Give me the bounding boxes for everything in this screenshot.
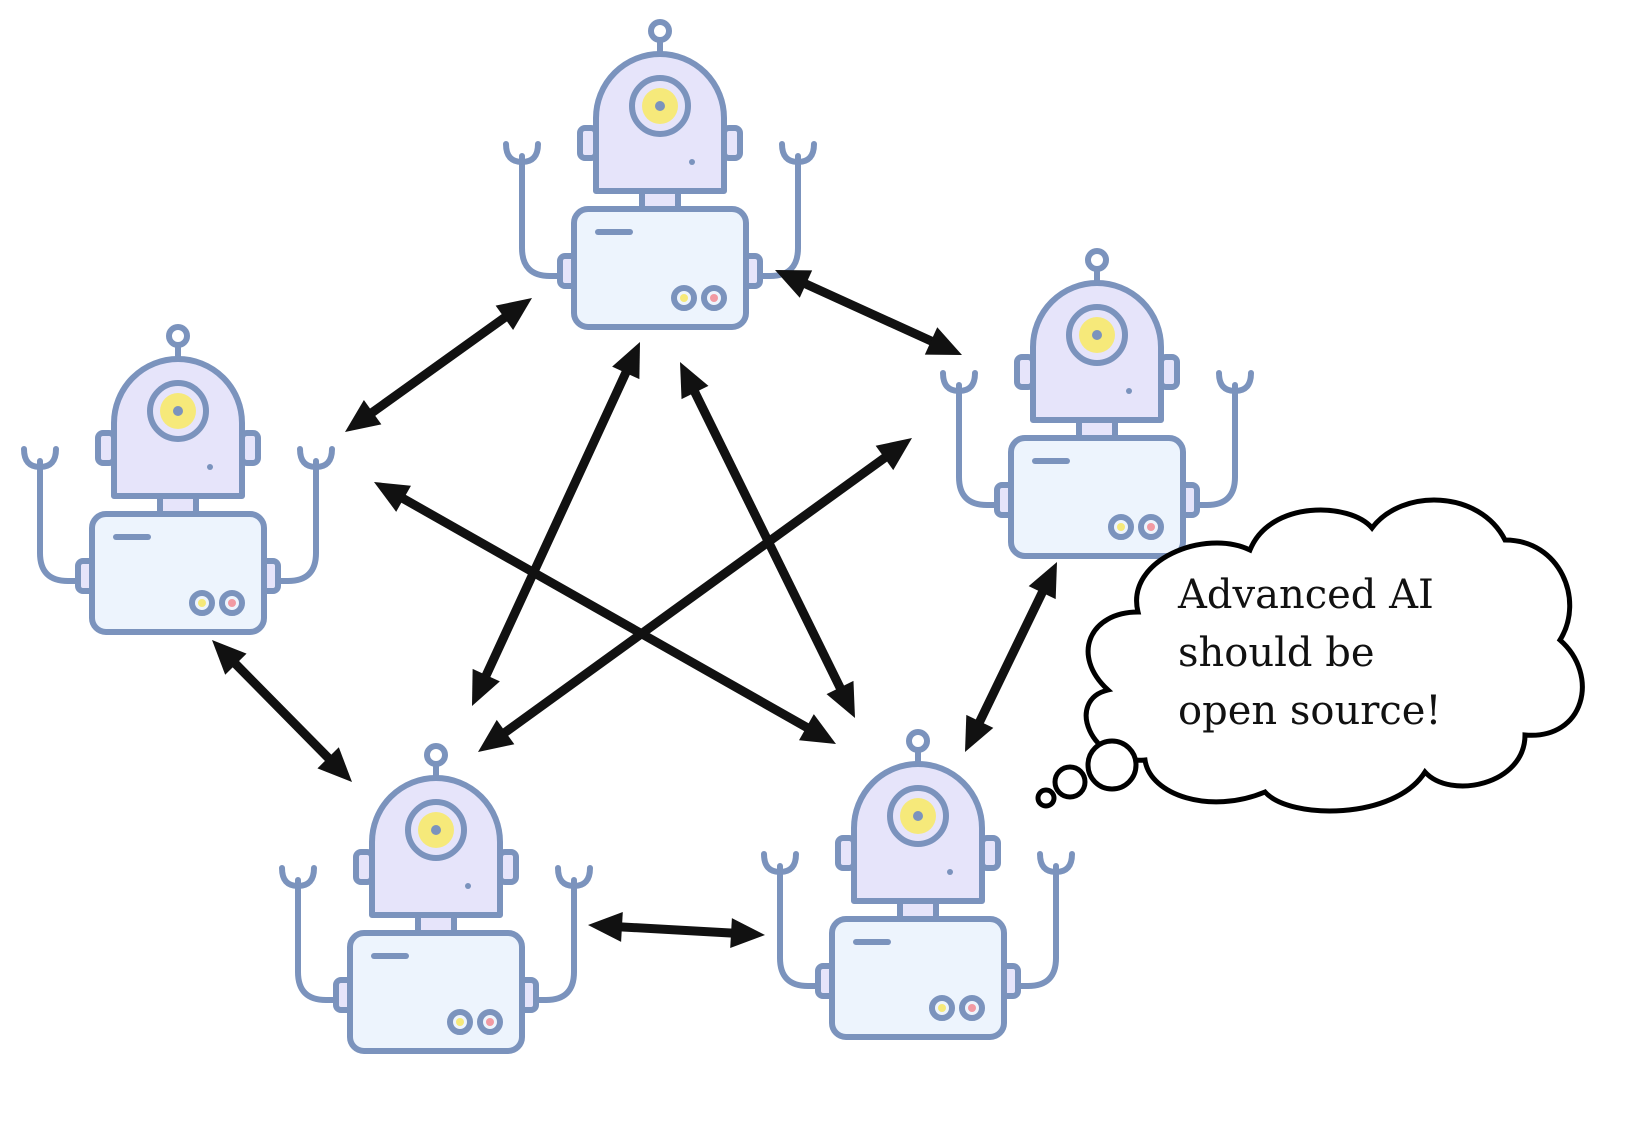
thought-bubble-small xyxy=(1035,787,1057,809)
robot-right xyxy=(943,251,1251,556)
arrow-right-bottom-left xyxy=(478,438,912,752)
arrowhead xyxy=(965,714,994,752)
arrowhead xyxy=(1028,562,1057,600)
arrowhead xyxy=(212,640,247,675)
arrowhead xyxy=(680,362,709,400)
thought-text-line-1: Advanced AI xyxy=(1177,572,1434,618)
arrowhead xyxy=(730,918,765,949)
thought-bubble-large xyxy=(1085,738,1139,792)
arrow-right-bottom-right xyxy=(965,562,1057,752)
arrowhead xyxy=(875,438,912,471)
thought-text-line-3: open source! xyxy=(1178,688,1441,734)
arrow-left-top xyxy=(345,298,532,432)
arrowhead xyxy=(345,400,382,432)
arrow-bottom-right-bottom-left xyxy=(588,911,765,949)
connection-arrows xyxy=(212,270,1057,949)
arrow-top-bottom-left xyxy=(472,342,640,706)
robot-top xyxy=(506,22,814,327)
robot-bottom-left xyxy=(282,746,590,1051)
arrowhead xyxy=(495,298,532,330)
arrow-top-right xyxy=(775,270,962,355)
thought-bubble-medium xyxy=(1052,764,1088,800)
arrowhead xyxy=(826,680,855,718)
arrowhead xyxy=(924,327,962,355)
arrow-bottom-left-left xyxy=(212,640,352,782)
thought-text-line-2: should be xyxy=(1178,630,1375,676)
arrowhead xyxy=(775,270,813,298)
arrowhead xyxy=(612,342,640,380)
arrowhead xyxy=(588,911,623,942)
arrowhead xyxy=(317,747,352,782)
arrowhead xyxy=(472,668,500,706)
arrow-left-bottom-right xyxy=(374,482,836,744)
arrowhead xyxy=(374,482,411,512)
arrowhead xyxy=(478,719,515,752)
thought-cloud: Advanced AI should be open source! xyxy=(1035,497,1585,814)
arrowhead xyxy=(799,714,836,744)
robot-bottom-right xyxy=(764,732,1072,1037)
robot-left xyxy=(24,327,332,632)
